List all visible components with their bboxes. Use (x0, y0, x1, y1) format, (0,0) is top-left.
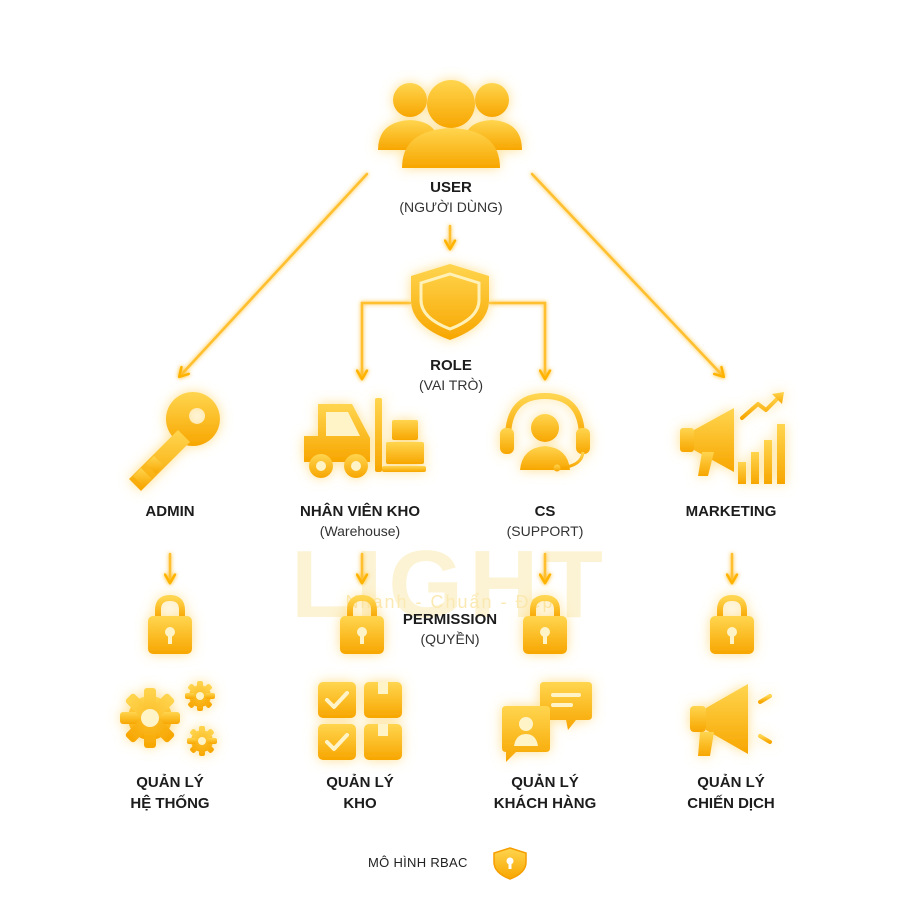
role-cs-title: CS (534, 503, 556, 520)
permission-node: PERMISSION (QUYỀN) (403, 610, 497, 648)
role-marketing-title: MARKETING (685, 503, 777, 520)
chat-customer-icon (502, 682, 592, 762)
arrow-role-warehouse (355, 301, 412, 381)
boxes-checklist-icon (318, 682, 402, 760)
resource-campaign-line2: CHIẾN DỊCH (687, 795, 775, 812)
role-marketing: MARKETING (686, 502, 777, 522)
headset-agent-icon (500, 392, 590, 472)
arrow-user-marketing (530, 172, 726, 379)
resource-warehouse-line1: QUẢN LÝ (326, 774, 394, 791)
shield-lock-icon (493, 847, 527, 880)
resource-customer-line1: QUẢN LÝ (511, 774, 579, 791)
user-title: USER (430, 179, 472, 196)
lock-icon-warehouse (340, 594, 384, 654)
connectors (163, 172, 739, 585)
watermark-tagline: Nhanh - Chuẩn - Đẹp (345, 592, 555, 612)
lock-icon-cs (523, 594, 567, 654)
arrow-user-admin (177, 172, 369, 379)
resource-system-line1: QUẢN LÝ (136, 774, 204, 791)
role-admin: ADMIN (145, 502, 194, 522)
role-node: ROLE (VAI TRÒ) (419, 356, 483, 394)
role-cs: CS (SUPPORT) (507, 502, 584, 540)
resource-warehouse: QUẢN LÝ KHO (326, 772, 394, 814)
resource-customer-line2: KHÁCH HÀNG (493, 795, 597, 812)
resource-campaign: QUẢN LÝ CHIẾN DỊCH (687, 772, 775, 814)
lock-icon-marketing (710, 594, 754, 654)
role-admin-title: ADMIN (145, 503, 195, 520)
role-warehouse-subtitle: (Warehouse) (319, 523, 401, 539)
forklift-icon (304, 398, 426, 478)
footer-caption: MÔ HÌNH RBAC (368, 855, 468, 870)
permission-subtitle: (QUYỀN) (420, 631, 480, 647)
shield-icon (411, 264, 489, 340)
role-warehouse-title: NHÂN VIÊN KHO (299, 503, 421, 520)
users-group-icon (378, 80, 522, 168)
role-warehouse: NHÂN VIÊN KHO (Warehouse) (300, 502, 420, 540)
user-node: USER (NGƯỜI DÙNG) (399, 178, 502, 216)
role-subtitle: (VAI TRÒ) (418, 377, 484, 393)
gears-icon (120, 681, 217, 756)
role-cs-subtitle: (SUPPORT) (506, 523, 584, 539)
permission-title: PERMISSION (402, 611, 498, 628)
resource-campaign-line1: QUẢN LÝ (697, 774, 765, 791)
megaphone-icon (690, 684, 776, 756)
megaphone-growth-icon (680, 392, 785, 484)
lock-icon-admin (148, 594, 192, 654)
resource-system-line2: HỆ THỐNG (130, 795, 210, 812)
arrow-role-cs (488, 301, 552, 381)
resource-warehouse-line2: KHO (343, 795, 377, 812)
role-title: ROLE (430, 357, 472, 374)
key-icon (129, 392, 220, 491)
resource-customer: QUẢN LÝ KHÁCH HÀNG (494, 772, 597, 814)
user-subtitle: (NGƯỜI DÙNG) (399, 199, 503, 215)
resource-system: QUẢN LÝ HỆ THỐNG (130, 772, 209, 814)
